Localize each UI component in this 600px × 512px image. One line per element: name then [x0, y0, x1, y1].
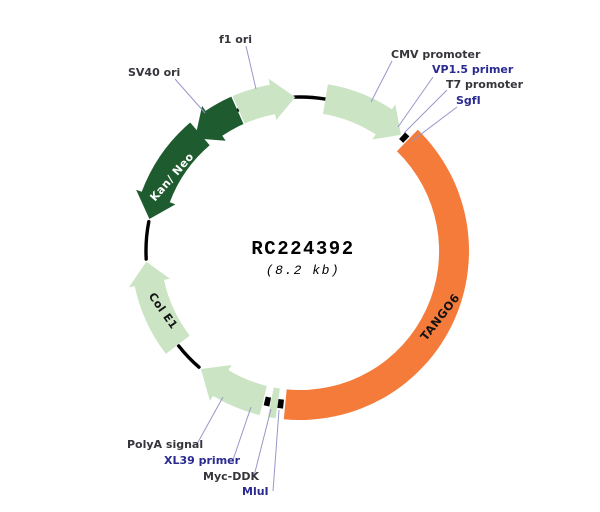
leader-vp15-primer [397, 76, 434, 128]
leader-f1-ori [245, 45, 257, 90]
leader-sv40-ori [174, 78, 206, 114]
vp15-primer-label: VP1.5 primer [432, 63, 514, 76]
feature-f1-ori [232, 78, 296, 124]
f1-ori-label: f1 ori [219, 33, 253, 46]
xl39-primer-label: XL39 primer [164, 454, 241, 467]
backbone-segment [144, 219, 151, 261]
plasmid-size: (8.2 kb) [265, 263, 341, 278]
leader-t7-promoter [403, 89, 448, 134]
feature-col-e1 [128, 261, 190, 354]
backbone-segment [176, 344, 201, 369]
leader-myc-ddk [253, 408, 272, 477]
leader-xl39-primer [232, 406, 252, 461]
mlui-site-label: MluI [242, 485, 269, 498]
sv40-ori-label: SV40 ori [128, 66, 181, 79]
feature-sv40-ori [195, 96, 244, 141]
feature-tango6 [283, 129, 469, 420]
leader-polya-signal [196, 396, 224, 445]
sgfi-site-mark [399, 132, 410, 143]
plasmid-title-block: RC224392 (8.2 kb) [251, 238, 354, 278]
mlui-site-mark [277, 398, 284, 409]
leader-mlui [272, 409, 280, 492]
myc-ddk-label: Myc-DDK [203, 470, 259, 483]
polya-signal-label: PolyA signal [127, 438, 204, 451]
feature-cmv-promoter [322, 84, 401, 140]
t7-promoter-label: T7 promoter [446, 78, 524, 91]
backbone-segment [292, 95, 328, 101]
sgfi-site-label: SgfI [456, 94, 481, 107]
myc-ddk-site-mark [263, 396, 272, 407]
feature-kan-neo [136, 122, 210, 219]
plasmid-name: RC224392 [251, 238, 355, 260]
feature-polya-signal [201, 365, 267, 416]
leader-sgfi [411, 106, 458, 142]
leader-cmv-promoter [370, 60, 393, 103]
cmv-promoter-label: CMV promoter [391, 48, 481, 61]
